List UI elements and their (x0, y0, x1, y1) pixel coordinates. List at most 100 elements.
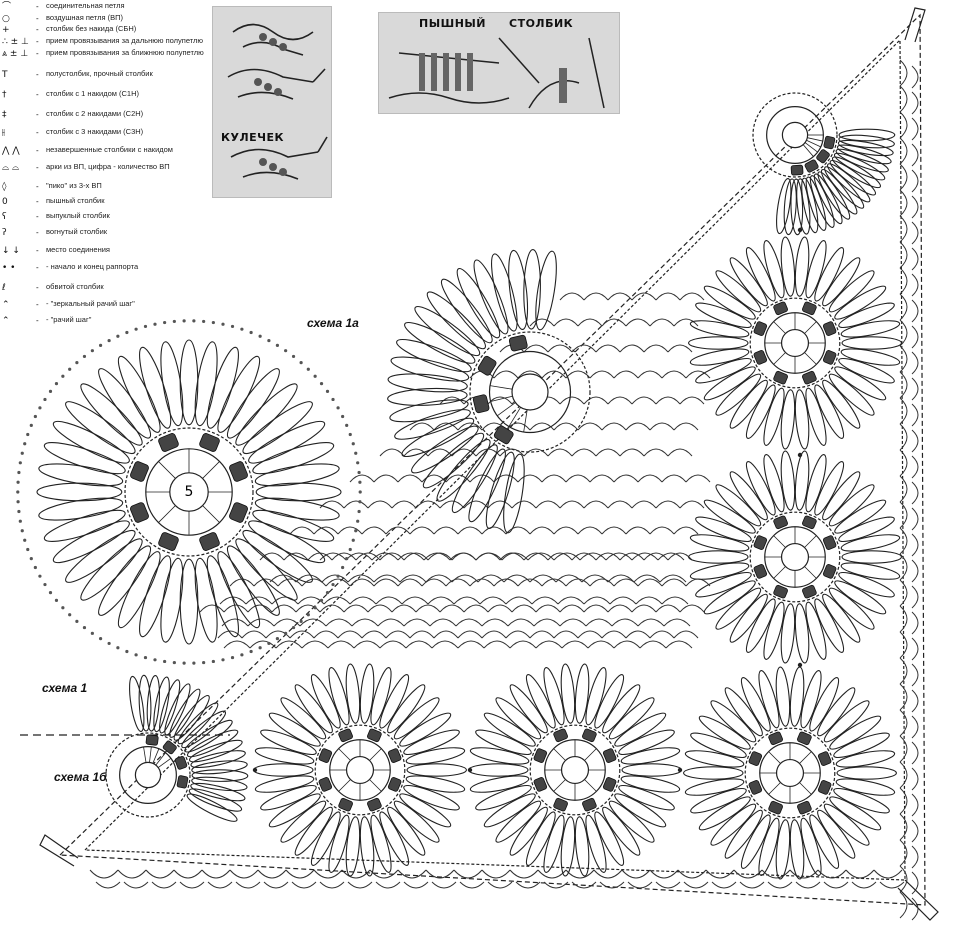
spoke-stitch (807, 137, 823, 142)
legend-symbol: ∴ ± ⊥ (2, 37, 29, 47)
chain-dot (319, 598, 324, 602)
mesh-arc (433, 526, 459, 535)
petal-stitch (614, 793, 667, 828)
chain-dot (348, 547, 352, 552)
edge-scallop (911, 559, 919, 583)
petal-stitch (235, 538, 298, 601)
mesh-arc (673, 630, 699, 639)
petal-stitch (703, 285, 756, 320)
petal-stitch (710, 700, 757, 743)
petal-stitch (763, 601, 785, 660)
edge-scallop (235, 881, 261, 889)
legend-symbol: ⩓ ± ⊥ (2, 49, 29, 59)
chain-dot (75, 619, 79, 623)
petal-stitch (809, 814, 840, 869)
petal-stitch (80, 383, 143, 446)
motif-center (780, 542, 810, 572)
petal-stitch (789, 666, 805, 727)
chain-dot (16, 490, 20, 494)
spoke-stitch (773, 321, 786, 334)
puff-stitch (318, 748, 333, 763)
chain-dot (75, 361, 79, 365)
mesh-arc (571, 344, 597, 353)
puff-stitch (817, 751, 832, 766)
petal-stitch (695, 358, 752, 384)
motif-ring (766, 106, 824, 164)
mesh-arc (355, 552, 381, 561)
mesh-arc (553, 422, 579, 431)
mesh-arc (613, 640, 641, 649)
legend-symbol: ⫲ (2, 128, 5, 138)
mesh-arc (511, 604, 537, 613)
petal-stitch (206, 346, 239, 429)
mesh-arc (523, 448, 549, 457)
mesh-arc (265, 630, 291, 639)
motif-ring (105, 732, 191, 818)
petal-stitch (822, 379, 861, 429)
mesh-arc (453, 596, 481, 605)
mesh-arc (439, 604, 465, 613)
chain-dot (313, 374, 317, 378)
petal-stitch (715, 373, 762, 416)
mesh-arc (331, 552, 357, 561)
petal-stitch (252, 442, 335, 475)
spoke-stitch (768, 782, 781, 795)
petal-stitch (831, 156, 882, 189)
petal-stitch (823, 803, 870, 846)
petal-stitch (280, 800, 327, 843)
spoke-stitch (584, 748, 597, 761)
legend-item: • •-- начало и конец раппорта (0, 262, 210, 281)
petal-stitch (689, 534, 750, 552)
petal-stitch (217, 355, 261, 433)
petal-stitch (153, 676, 170, 733)
puff-stitch (229, 461, 248, 482)
puff-stitch (768, 731, 783, 746)
edge-scallop (257, 869, 287, 879)
mesh-arc (423, 552, 451, 561)
mesh-arc (655, 604, 681, 613)
mesh-arc (685, 370, 711, 379)
petal-stitch (602, 684, 641, 734)
mesh-arc (643, 448, 669, 457)
petal-stitch (834, 580, 887, 615)
petal-stitch (139, 555, 172, 638)
legend-text: выпуклый столбик (46, 211, 110, 220)
edge-scallop (145, 869, 175, 879)
legend-text: полустолбик, прочный столбик (46, 69, 153, 78)
edge-scallop (899, 657, 908, 685)
chain-dot (258, 334, 262, 338)
mesh-arc (535, 640, 563, 649)
legend-dash: - (36, 316, 39, 325)
puff-stitch (582, 728, 597, 743)
petal-stitch (618, 729, 675, 755)
mesh-arc (457, 630, 483, 639)
edge-scallop (95, 881, 121, 889)
puff-stitch (602, 748, 617, 763)
legend-dash: - (36, 49, 39, 58)
mesh-arc (477, 574, 505, 583)
legend-dash: - (36, 14, 39, 23)
mesh-arc (553, 630, 579, 639)
petal-stitch (508, 249, 529, 330)
mesh-arc (343, 604, 369, 613)
petal-stitch (836, 766, 897, 780)
edge-scallop (899, 865, 908, 893)
petal-stitch (387, 806, 426, 856)
mesh-arc (397, 474, 423, 483)
petal-stitch (800, 817, 822, 876)
mesh-arc (643, 344, 669, 353)
puff-stitch (822, 321, 837, 336)
chain-dot (61, 606, 65, 610)
petal-stitch (833, 788, 890, 814)
puff-stitch (582, 797, 597, 812)
puff-stitch (367, 728, 382, 743)
petal-stitch (689, 320, 750, 338)
petal-stitch (560, 663, 576, 724)
mesh-arc (667, 552, 693, 561)
petal-stitch (509, 806, 548, 856)
petal-stitch (745, 461, 776, 516)
mesh-arc (421, 474, 447, 483)
pyshny-title: ПЫШНЫЙ (419, 17, 487, 30)
mesh-arc (221, 618, 249, 627)
spoke-stitch (806, 139, 821, 148)
